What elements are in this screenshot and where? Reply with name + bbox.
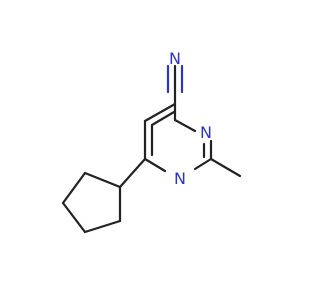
bond-c2-n1 [193, 157, 213, 171]
cyclopentyl-bond-2 [61, 171, 87, 205]
bond-c6-cyclopentyl [118, 157, 147, 189]
bonds [61, 64, 242, 234]
cyclopentyl-bond-1 [83, 171, 122, 189]
atom-labels: N N N [169, 49, 212, 188]
cyclopentyl-bond-3 [61, 201, 87, 234]
bond-c5-c4-inner [150, 110, 176, 127]
bond-c4-n3 [173, 118, 197, 133]
molecule-structure: N N N [61, 49, 242, 234]
bond-c5-c4 [143, 102, 177, 123]
atom-nitrile-n: N [169, 49, 181, 68]
bond-n1-c6 [143, 157, 167, 173]
bond-c2-methyl [209, 157, 242, 178]
cyclopentyl-bond-4 [83, 219, 122, 234]
atom-ring-n3: N [200, 123, 212, 142]
atom-ring-n1: N [174, 169, 186, 188]
